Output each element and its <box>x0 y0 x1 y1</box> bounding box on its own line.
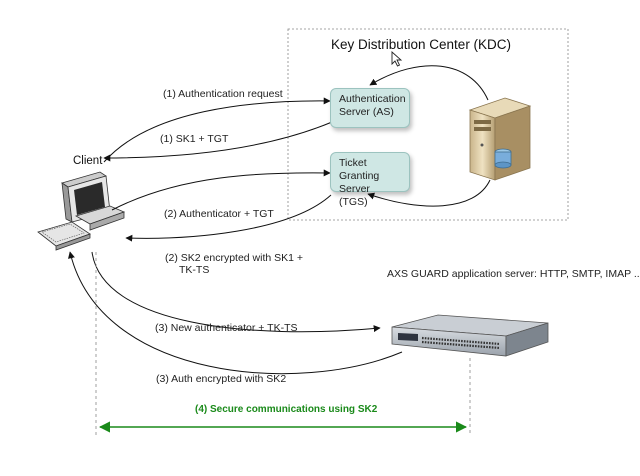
label-m1-reply: (1) SK1 + TGT <box>160 133 229 145</box>
arrow-m3-reply <box>68 251 403 375</box>
kdc-frame <box>287 28 569 221</box>
app-server-label: AXS GUARD application server: HTTP, SMTP… <box>387 268 640 280</box>
label-m2-reply-line2: TK-TS <box>179 264 210 276</box>
database-server-icon <box>468 97 532 181</box>
authentication-server-box: Authentication Server (AS) <box>330 88 410 128</box>
arrow-m1-reply <box>103 121 333 162</box>
tgs-box-line1: Ticket Granting <box>339 157 380 182</box>
client-label: Client <box>73 155 103 167</box>
desktop-computer-icon <box>37 171 126 251</box>
arrow-m1-request <box>103 97 331 163</box>
as-box-line1: Authentication <box>339 93 406 105</box>
label-m2-reply-line1: (2) SK2 encrypted with SK1 + <box>165 252 304 264</box>
arrow-kdc-to-tgs <box>367 179 491 207</box>
label-m3-reply: (3) Auth encrypted with SK2 <box>156 373 287 385</box>
arrow-m2-reply <box>125 194 332 242</box>
kdc-title: Key Distribution Center (KDC) <box>331 37 512 52</box>
rack-appliance-icon <box>391 314 549 357</box>
ticket-granting-server-box: Ticket Granting Server (TGS) <box>330 152 410 208</box>
label-m4-secure: (4) Secure communications using SK2 <box>195 404 378 415</box>
arrow-kdc-to-as <box>369 65 489 101</box>
label-m1-request: (1) Authentication request <box>163 88 283 100</box>
tgs-box-line2: Server (TGS) <box>339 183 370 208</box>
as-box-line2: Server (AS) <box>339 106 394 118</box>
label-m2-request: (2) Authenticator + TGT <box>164 208 274 220</box>
arrow-m3-request <box>91 251 381 333</box>
arrow-m2-request <box>111 169 331 211</box>
cursor-icon <box>391 50 403 67</box>
label-m3-request: (3) New authenticator + TK-TS <box>155 322 298 334</box>
